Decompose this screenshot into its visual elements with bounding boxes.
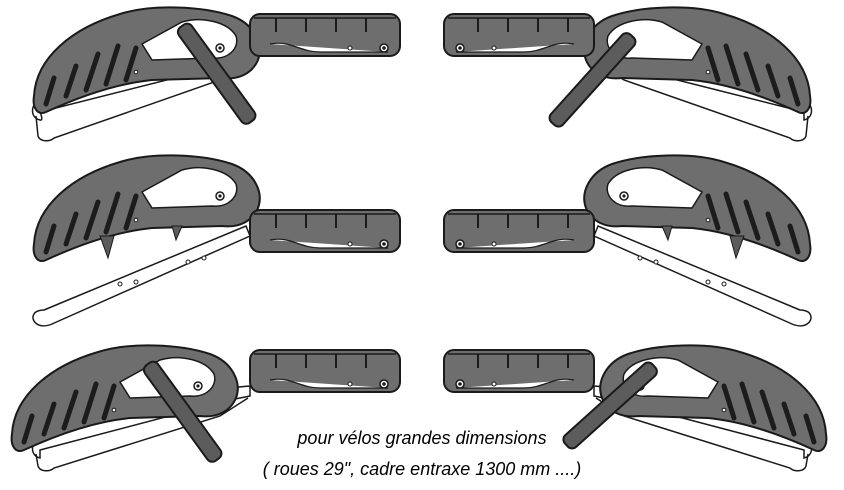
row-top-right	[443, 7, 812, 142]
caption-line-2: ( roues 29", cadre entraxe 1300 mm ....)	[262, 459, 582, 479]
row-middle-left	[32, 155, 401, 327]
row-top-left	[33, 7, 401, 142]
row-middle-right	[443, 155, 811, 327]
row-bottom-left	[12, 345, 401, 472]
row-bottom-right	[443, 345, 826, 472]
base-block	[249, 209, 401, 253]
extended-arm	[32, 225, 251, 327]
caption-line-1: pour vélos grandes dimensions	[297, 428, 547, 448]
base-block	[249, 349, 401, 393]
base-block	[249, 13, 401, 57]
